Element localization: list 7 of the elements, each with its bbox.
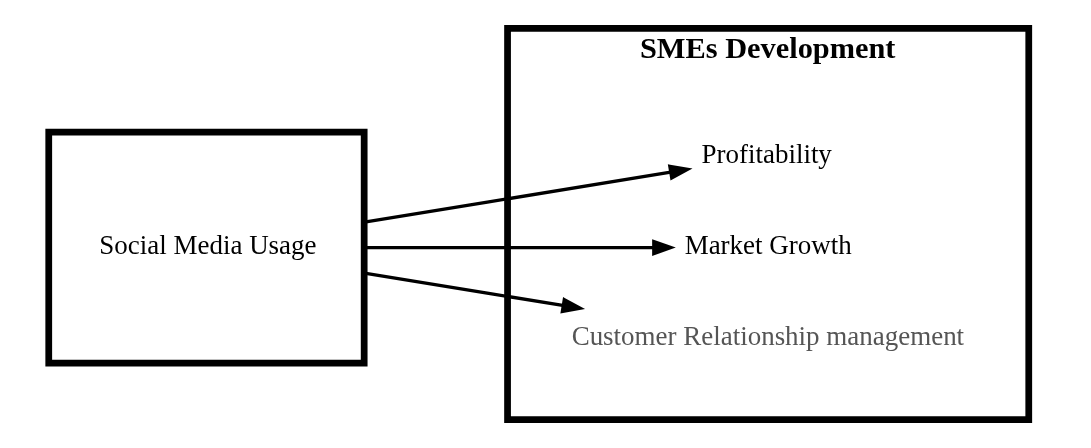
node-text: Customer Relationship management <box>571 321 965 352</box>
node-text: Profitability <box>701 138 832 169</box>
node-text: Market Growth <box>684 230 852 261</box>
arrow <box>364 239 676 256</box>
arrow <box>364 271 586 314</box>
node-box: Social Media Usage <box>45 128 368 367</box>
arrow <box>364 164 693 224</box>
